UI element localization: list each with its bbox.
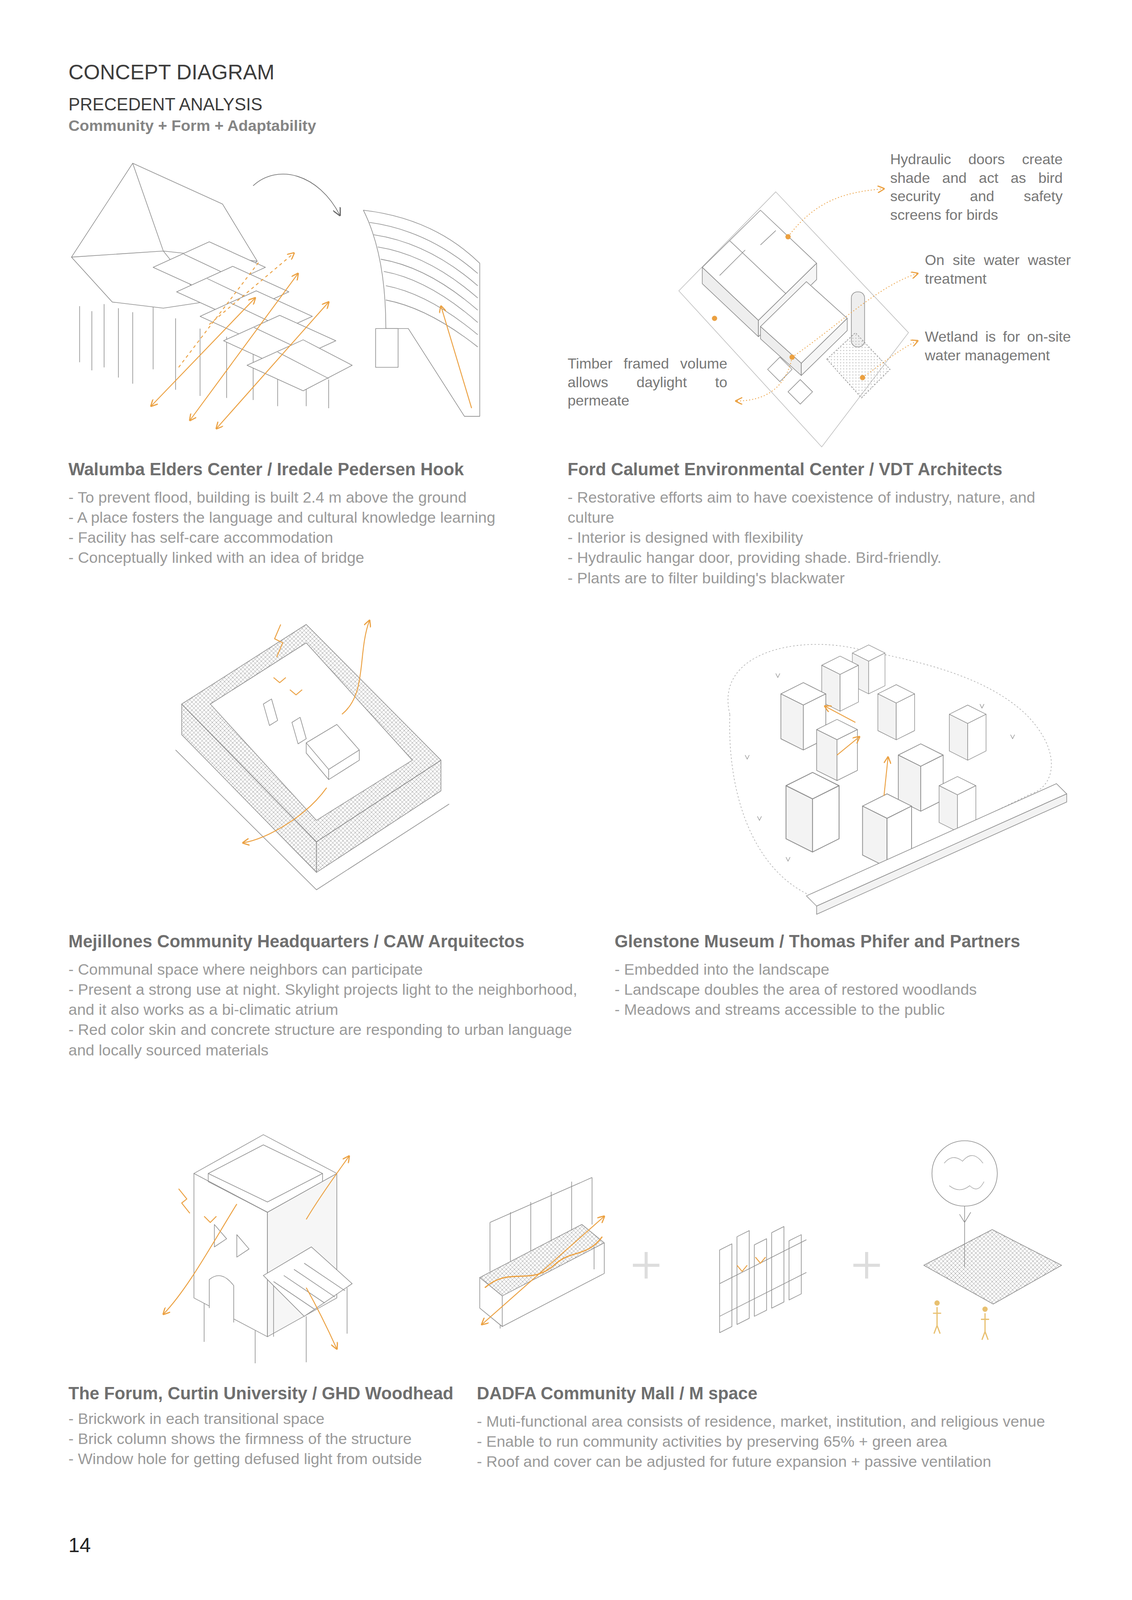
bullet-note: - Brickwork in each transitional space (68, 1408, 466, 1430)
mejillones-sketch (175, 620, 450, 891)
precedent-heading: Ford Calumet Environmental Center / VDT … (567, 459, 1079, 480)
callout-label: Timber framed volume allows daylight to … (567, 354, 728, 411)
bullet-note: - Enable to run community activities by … (476, 1431, 1066, 1452)
glenstone-sketch (727, 644, 1067, 915)
precedent-heading: DADFA Community Mall / M space (476, 1383, 1066, 1405)
walumba-sketch (71, 163, 480, 429)
bullet-note: - Restorative efforts aim to have coexis… (567, 487, 1079, 528)
bullet-note: - Red color skin and concrete structure … (68, 1019, 594, 1060)
bullet-note: - Roof and cover can be adjusted for fut… (476, 1451, 1066, 1472)
page-title: CONCEPT DIAGRAM (68, 60, 275, 85)
bullet-note: - A place fosters the language and cultu… (68, 507, 562, 528)
precedent-heading: Mejillones Community Headquarters / CAW … (68, 931, 594, 953)
ford-calumet-sketch (678, 188, 919, 448)
callout-label: On site water waster treatment (924, 250, 1071, 288)
forum-sketch (163, 1135, 353, 1364)
bullet-note: - Brick column shows the firmness of the… (68, 1429, 466, 1450)
bullet-note: - Interior is designed with flexibility (567, 527, 1079, 548)
dadfa-sketch (479, 1141, 1062, 1341)
callout-label: Hydraulic doors create shade and act as … (890, 150, 1063, 225)
bullet-note: - Present a strong use at night. Skyligh… (68, 979, 594, 1020)
page-number: 14 (68, 1534, 206, 1558)
bullet-note: - Landscape doubles the area of restored… (614, 979, 1108, 1000)
bullet-note: - Conceptually linked with an idea of br… (68, 547, 562, 568)
precedent-heading: Glenstone Museum / Thomas Phifer and Par… (614, 931, 1108, 953)
bullet-note: - Window hole for getting defused light … (68, 1449, 466, 1470)
bullet-note: - Facility has self-care accommodation (68, 527, 562, 548)
section-subtitle: PRECEDENT ANALYSIS (68, 94, 753, 115)
theme-tagline: Community + Form + Adaptability (68, 116, 753, 135)
bullet-note: - Plants are to filter building's blackw… (567, 568, 1079, 589)
bullet-note: - Hydraulic hangar door, providing shade… (567, 547, 1079, 568)
bullet-note: - Communal space where neighbors can par… (68, 959, 594, 980)
bullet-note: - To prevent flood, building is built 2.… (68, 487, 562, 508)
callout-label: Wetland is for on-site water management (924, 327, 1071, 365)
precedent-heading: The Forum, Curtin University / GHD Woodh… (68, 1383, 466, 1405)
bullet-note: - Meadows and streams accessible to the … (614, 999, 1108, 1020)
bullet-note: - Embedded into the landscape (614, 959, 1108, 980)
precedent-heading: Walumba Elders Center / Iredale Pedersen… (68, 459, 562, 480)
bullet-note: - Muti-functional area consists of resid… (476, 1411, 1066, 1432)
